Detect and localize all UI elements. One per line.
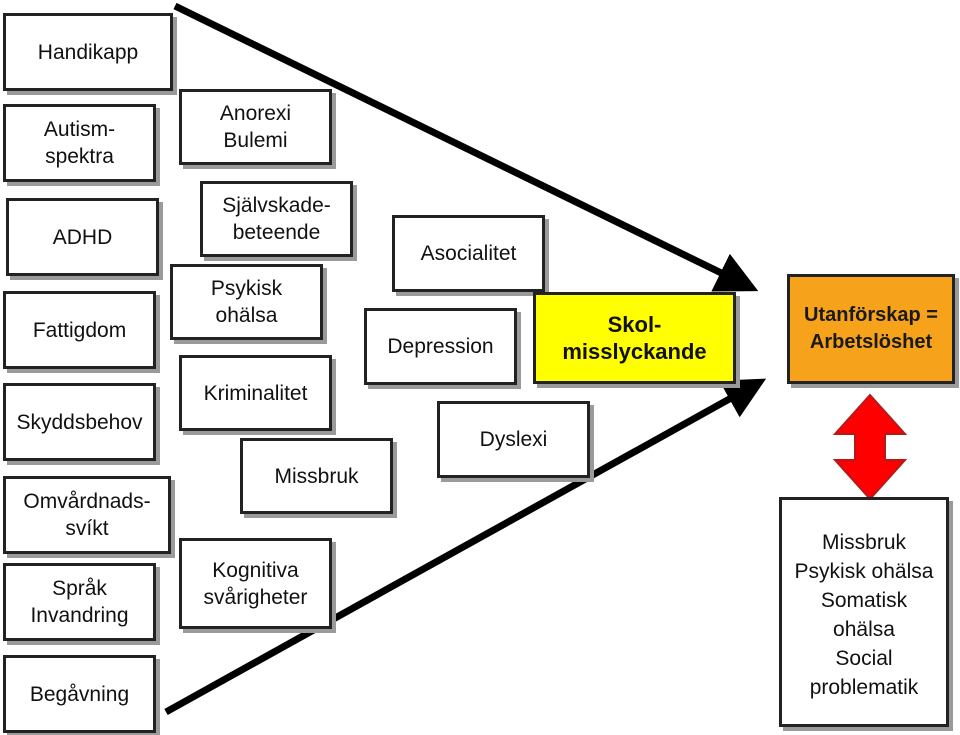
- box-psykisk-ohalsa: Psykisk ohälsa: [170, 264, 323, 340]
- box-consequences: Missbruk Psykisk ohälsa Somatisk ohälsa …: [779, 497, 949, 727]
- box-missbruk: Missbruk: [240, 438, 393, 514]
- lower-funnel-arrow-icon: [164, 378, 767, 716]
- double-arrow-icon: [832, 393, 908, 501]
- box-kriminalitet: Kriminalitet: [179, 355, 332, 431]
- box-adhd: ADHD: [6, 198, 159, 276]
- box-asocialitet: Asocialitet: [392, 215, 545, 292]
- box-fattigdom: Fattigdom: [3, 291, 156, 369]
- box-sjalvskadebeteende: Självskade- beteende: [200, 181, 353, 257]
- box-handikapp: Handikapp: [3, 13, 173, 91]
- box-begavning: Begåvning: [3, 655, 156, 733]
- box-omvardnadssvikt: Omvårdnads- svíkt: [3, 476, 171, 554]
- box-kognitiva-svarigheter: Kognitiva svårigheter: [179, 538, 332, 629]
- box-dyslexi: Dyslexi: [437, 401, 590, 478]
- box-skyddsbehov: Skyddsbehov: [3, 383, 156, 461]
- box-skolmisslyckande: Skol- misslyckande: [533, 292, 736, 384]
- box-sprak-invandring: Språk Invandring: [3, 563, 156, 641]
- box-autism-spektra: Autism- spektra: [3, 104, 156, 182]
- box-utanforskap-arbetsloshet: Utanförskap = Arbetslöshet: [787, 274, 955, 384]
- upper-funnel-arrow-icon: [173, 2, 759, 292]
- box-anorexi-bulemi: Anorexi Bulemi: [179, 89, 332, 165]
- box-depression: Depression: [364, 308, 517, 385]
